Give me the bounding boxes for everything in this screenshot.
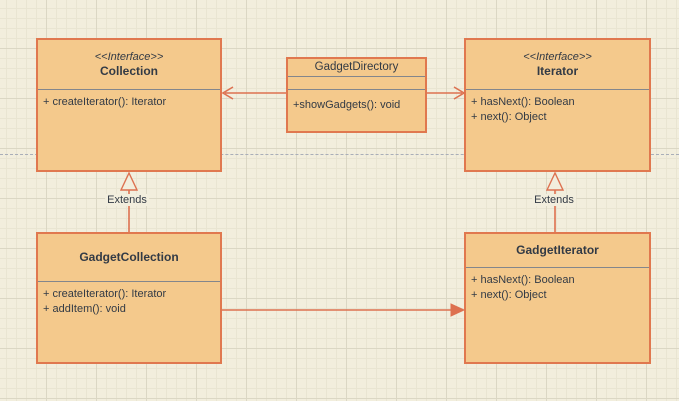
class-member: + createIterator(): Iterator bbox=[43, 96, 167, 108]
class-header: GadgetIterator bbox=[466, 234, 649, 268]
class-name: GadgetCollection bbox=[79, 250, 179, 264]
class-members: + createIterator(): Iterator + addItem()… bbox=[38, 282, 220, 317]
class-members: + hasNext(): Boolean + next(): Object bbox=[466, 268, 649, 303]
class-header: GadgetDirectory bbox=[288, 59, 425, 77]
class-member: + next(): Object bbox=[471, 289, 547, 301]
class-member: + hasNext(): Boolean bbox=[471, 274, 575, 286]
open-arrowhead-icon bbox=[221, 86, 234, 100]
class-name: GadgetIterator bbox=[516, 243, 599, 257]
class-members: +showGadgets(): void bbox=[288, 90, 425, 113]
edge-label-extends[interactable]: Extends bbox=[532, 194, 576, 206]
page-break-line bbox=[0, 154, 679, 155]
class-name: Iterator bbox=[536, 64, 579, 78]
class-member: +showGadgets(): void bbox=[293, 99, 401, 111]
filled-arrowhead-icon bbox=[450, 303, 466, 317]
class-header: <<Interface>> Iterator bbox=[466, 40, 649, 90]
class-members: + createIterator(): Iterator bbox=[38, 90, 220, 110]
class-header: GadgetCollection bbox=[38, 234, 220, 282]
open-arrowhead-icon bbox=[453, 86, 466, 100]
class-member: + createIterator(): Iterator bbox=[43, 288, 167, 300]
edge-gadgetdirectory-to-collection[interactable] bbox=[221, 86, 286, 100]
class-gadget-iterator[interactable]: GadgetIterator + hasNext(): Boolean + ne… bbox=[464, 232, 651, 364]
class-name: Collection bbox=[99, 64, 158, 78]
edge-label-extends[interactable]: Extends bbox=[105, 194, 149, 206]
class-member: + hasNext(): Boolean bbox=[471, 96, 575, 108]
hollow-triangle-icon bbox=[119, 171, 139, 191]
class-stereotype: <<Interface>> bbox=[94, 51, 164, 63]
edge-gadgetcollection-to-gadgetiterator[interactable] bbox=[222, 303, 466, 317]
edge-gadgetdirectory-to-iterator[interactable] bbox=[427, 86, 466, 100]
hollow-triangle-icon bbox=[545, 171, 565, 191]
class-stereotype: <<Interface>> bbox=[523, 51, 592, 63]
class-name: GadgetDirectory bbox=[314, 61, 399, 73]
class-collection[interactable]: <<Interface>> Collection + createIterato… bbox=[36, 38, 222, 172]
class-gadget-collection[interactable]: GadgetCollection + createIterator(): Ite… bbox=[36, 232, 222, 364]
class-member: + next(): Object bbox=[471, 111, 547, 123]
class-members: + hasNext(): Boolean + next(): Object bbox=[466, 90, 649, 125]
class-header: <<Interface>> Collection bbox=[38, 40, 220, 90]
class-gadget-directory[interactable]: GadgetDirectory +showGadgets(): void bbox=[286, 57, 427, 133]
class-member: + addItem(): void bbox=[43, 303, 126, 315]
class-iterator[interactable]: <<Interface>> Iterator + hasNext(): Bool… bbox=[464, 38, 651, 172]
class-attributes-empty bbox=[288, 77, 425, 90]
